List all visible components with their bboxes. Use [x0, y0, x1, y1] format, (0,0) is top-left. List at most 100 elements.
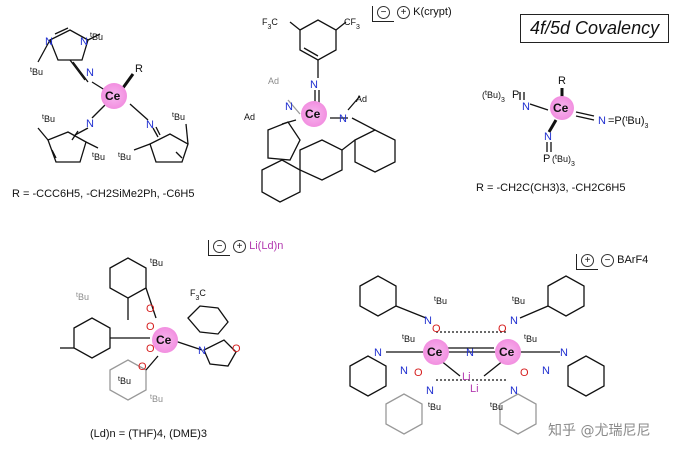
svg-text:O: O: [432, 323, 441, 335]
svg-text:P: P: [512, 89, 519, 101]
caption-top-right: R = -CH2C(CH3)3, -CH2C6H5: [476, 182, 625, 194]
svg-text:Li: Li: [462, 371, 471, 383]
svg-text:(tBu)3: (tBu)3: [552, 154, 575, 168]
svg-text:=P(tBu)3: =P(tBu)3: [608, 115, 649, 130]
svg-text:Ad: Ad: [244, 112, 255, 122]
svg-text:N: N: [198, 345, 206, 357]
svg-text:N: N: [542, 365, 550, 377]
svg-text:N: N: [510, 315, 518, 327]
minus-charge-icon-2: −: [213, 240, 226, 253]
ce-label: Ce: [105, 89, 121, 103]
svg-text:tBu: tBu: [92, 152, 105, 163]
svg-text:R: R: [135, 63, 143, 75]
complex-top-left: [37, 27, 189, 163]
svg-text:(tBu)3: (tBu)3: [482, 90, 505, 104]
caption-bottom-left-text: (Ld)n = (THF)4, (DME)3: [90, 428, 208, 440]
bracket-bottom-left: −: [208, 240, 230, 256]
svg-text:N: N: [86, 67, 94, 79]
watermark: 知乎 @尤瑞尼尼: [548, 420, 650, 440]
svg-text:N: N: [400, 365, 408, 377]
plus-charge-icon-3: +: [581, 254, 594, 267]
caption-top-left-text: R = -CCC6H5, -CH2SiMe2Ph, -C6H5: [12, 188, 195, 200]
complex-bottom-left: [60, 257, 237, 401]
svg-text:Ce: Ce: [427, 345, 443, 359]
svg-text:tBu: tBu: [402, 334, 415, 345]
svg-text:O: O: [146, 321, 155, 333]
minus-charge-icon: −: [377, 6, 390, 19]
svg-text:R: R: [558, 75, 566, 87]
svg-text:N: N: [339, 113, 347, 125]
bracket-bottom-right: +: [576, 254, 598, 270]
svg-text:O: O: [138, 361, 147, 373]
svg-text:Ce: Ce: [499, 345, 515, 359]
caption-top-left: R = -CCC6H5, -CH2SiMe2Ph, -C6H5: [12, 188, 194, 200]
svg-text:N: N: [560, 347, 568, 359]
svg-text:tBu: tBu: [90, 32, 103, 43]
svg-text:N: N: [598, 115, 606, 127]
svg-text:tBu: tBu: [490, 402, 503, 413]
svg-text:P: P: [543, 153, 550, 165]
counterion-bottom-left: − + Li(Ld)n: [208, 240, 283, 256]
svg-text:O: O: [414, 367, 423, 379]
svg-text:N: N: [466, 347, 474, 359]
svg-text:O: O: [146, 303, 155, 315]
svg-text:N: N: [522, 101, 530, 113]
svg-text:N: N: [86, 118, 94, 130]
minus-charge-icon-3: −: [601, 254, 615, 267]
svg-text:N: N: [45, 36, 53, 48]
watermark-text: 知乎 @尤瑞尼尼: [548, 423, 651, 439]
svg-text:N: N: [310, 79, 318, 91]
svg-text:N: N: [426, 385, 434, 397]
svg-text:N: N: [285, 101, 293, 113]
svg-text:Ad: Ad: [356, 94, 367, 104]
svg-text:tBu: tBu: [524, 334, 537, 345]
cerium-glow-5a: [423, 339, 449, 365]
svg-text:N: N: [424, 315, 432, 327]
title-box: 4f/5d Covalency: [520, 14, 670, 43]
svg-text:O: O: [146, 343, 155, 355]
counterion-bottom-right: + − BArF4: [576, 254, 648, 270]
svg-text:tBu: tBu: [42, 114, 55, 125]
counterion-top-middle-text: K(crypt): [413, 6, 452, 18]
caption-bottom-left: (Ld)n = (THF)4, (DME)3: [90, 428, 207, 440]
svg-text:N: N: [80, 36, 88, 48]
cerium-glow-2: [301, 101, 327, 127]
svg-text:Ce: Ce: [553, 101, 569, 115]
svg-text:tBu: tBu: [118, 376, 131, 387]
svg-text:tBu: tBu: [172, 112, 185, 123]
page-title: 4f/5d Covalency: [530, 18, 660, 38]
svg-text:tBu: tBu: [150, 258, 163, 269]
cerium-glow-3: [550, 96, 574, 120]
svg-text:O: O: [232, 343, 241, 355]
svg-text:N: N: [510, 385, 518, 397]
svg-text:Ce: Ce: [156, 333, 172, 347]
svg-text:O: O: [498, 323, 507, 335]
svg-text:N: N: [146, 119, 154, 131]
caption-top-right-text: R = -CH2C(CH3)3, -CH2C6H5: [476, 182, 626, 194]
bracket-top-middle: −: [372, 6, 394, 22]
cerium-glow-4: [152, 327, 178, 353]
counterion-bottom-right-text: BArF4: [617, 254, 649, 266]
svg-text:tBu: tBu: [434, 296, 447, 307]
svg-text:N: N: [544, 131, 552, 143]
svg-text:tBu: tBu: [428, 402, 441, 413]
svg-text:F3C: F3C: [262, 17, 278, 31]
svg-text:tBu: tBu: [512, 296, 525, 307]
svg-text:Li: Li: [470, 383, 479, 395]
svg-text:Ad: Ad: [268, 76, 279, 86]
svg-text:tBu: tBu: [76, 292, 89, 303]
counterion-top-middle: − + K(crypt): [372, 6, 452, 22]
svg-text:N: N: [374, 347, 382, 359]
svg-text:O: O: [520, 367, 529, 379]
svg-text:Ce: Ce: [305, 107, 321, 121]
cerium-glow-5b: [495, 339, 521, 365]
cerium-glow: [101, 83, 127, 109]
counterion-bottom-left-text: Li(Ld)n: [249, 240, 284, 252]
svg-text:tBu: tBu: [118, 152, 131, 163]
complex-top-middle: [261, 19, 396, 203]
svg-text:tBu: tBu: [30, 67, 43, 78]
svg-text:tBu: tBu: [150, 394, 163, 405]
plus-charge-icon-2: +: [233, 240, 247, 253]
svg-text:F3C: F3C: [190, 288, 206, 302]
